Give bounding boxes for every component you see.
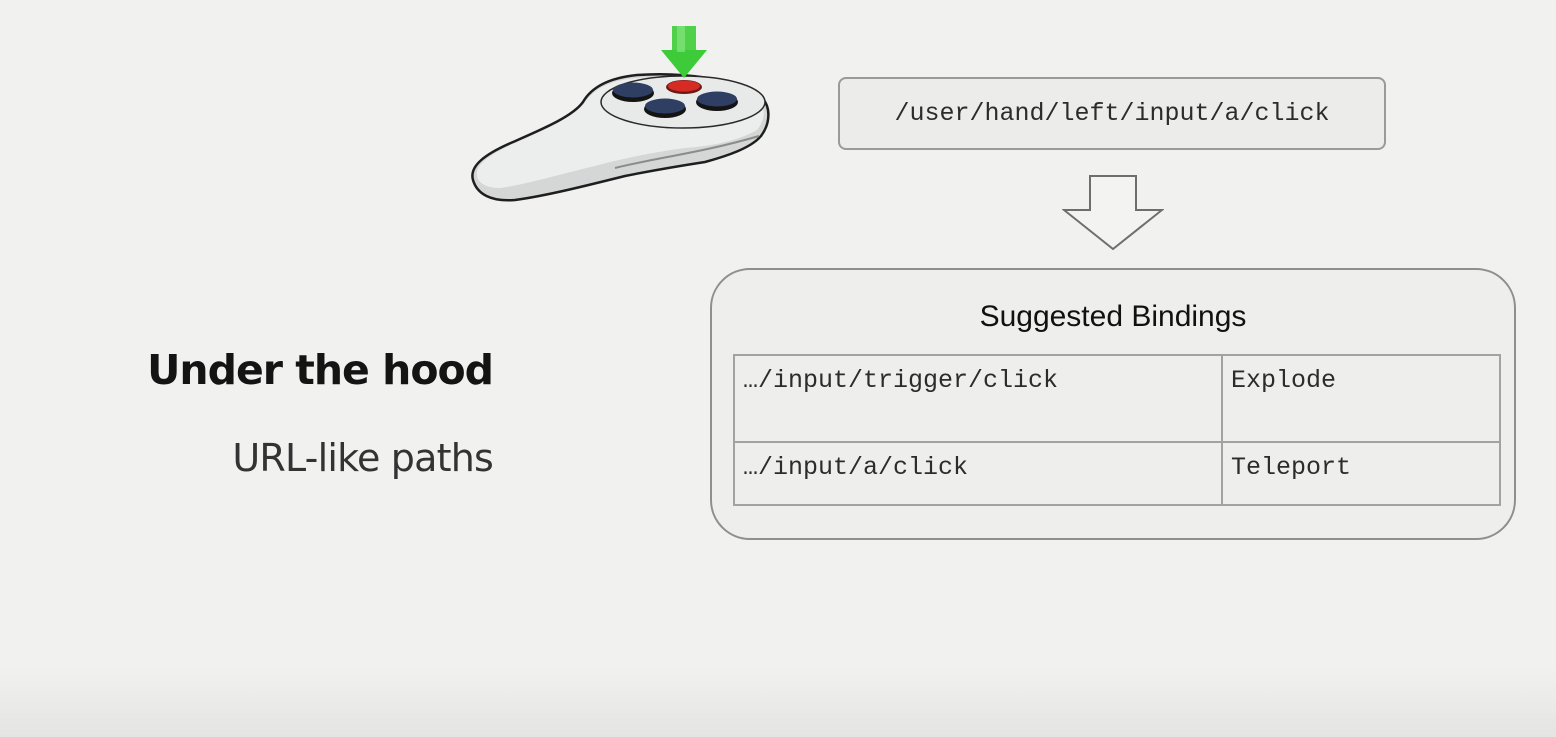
suggested-bindings-heading: Suggested Bindings (712, 300, 1514, 334)
down-arrow-icon (1062, 175, 1164, 251)
controller-button-bottom-icon (644, 99, 686, 119)
slide-title: Under the hood (100, 340, 493, 400)
table-row: …/input/a/click Teleport (734, 442, 1500, 505)
binding-action-cell: Teleport (1222, 442, 1500, 505)
bindings-table: …/input/trigger/click Explode …/input/a/… (733, 354, 1501, 506)
controller-button-left-icon (612, 83, 654, 103)
binding-path-cell: …/input/a/click (734, 442, 1222, 505)
binding-path-cell: …/input/trigger/click (734, 355, 1222, 442)
controller-button-right-icon (696, 92, 738, 112)
slide-subtitle: URL-like paths (100, 430, 493, 486)
suggested-bindings-panel: Suggested Bindings …/input/trigger/click… (710, 268, 1516, 540)
controller-button-pressed-icon (666, 80, 702, 94)
input-path-box: /user/hand/left/input/a/click (838, 77, 1386, 150)
table-row: …/input/trigger/click Explode (734, 355, 1500, 442)
green-down-arrow-icon (661, 26, 707, 78)
binding-action-cell: Explode (1222, 355, 1500, 442)
bottom-fade (0, 667, 1556, 737)
vr-controller-icon (465, 20, 775, 210)
